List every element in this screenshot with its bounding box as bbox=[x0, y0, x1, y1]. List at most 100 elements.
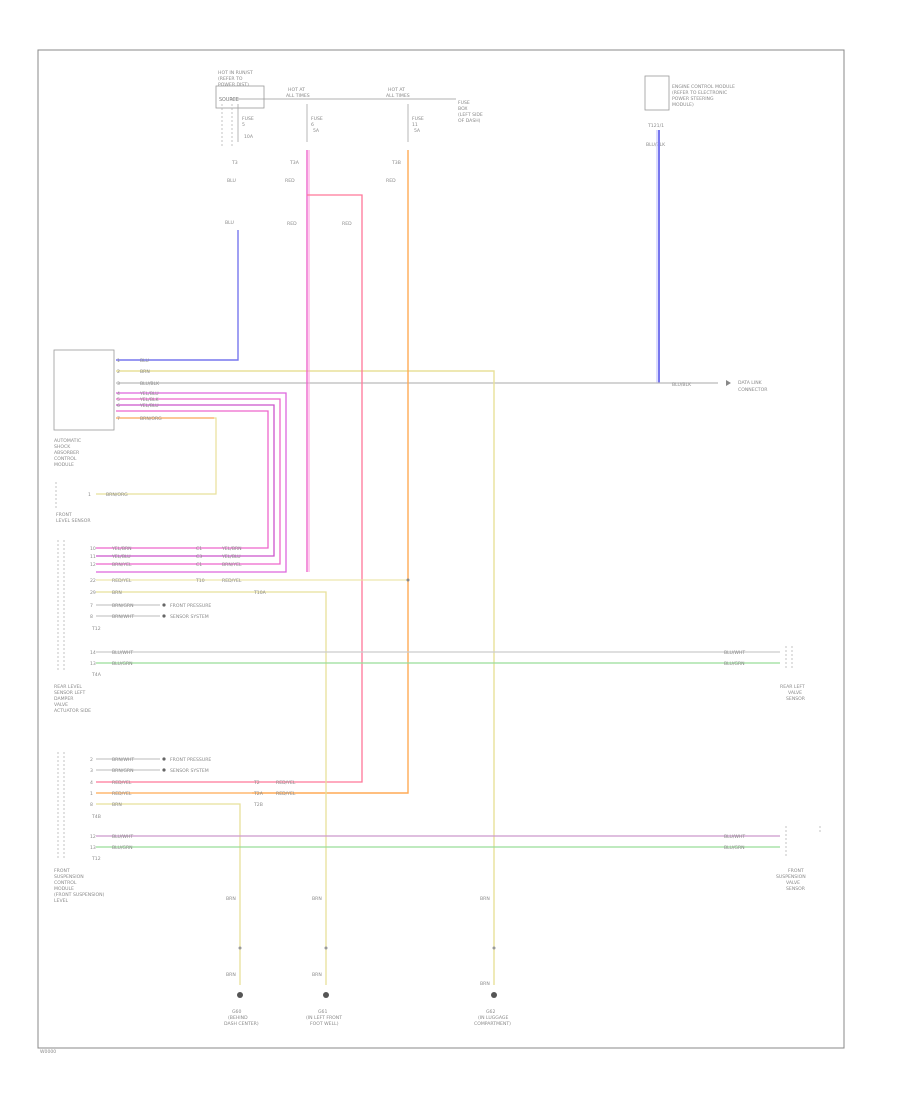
svg-text:11: 11 bbox=[90, 554, 96, 560]
svg-text:BRN: BRN bbox=[480, 981, 490, 987]
rear-conn2: T4A bbox=[91, 672, 102, 678]
svg-text:(IN LEFT FRONT: (IN LEFT FRONT bbox=[306, 1015, 342, 1021]
hot1-label-0: HOT AT bbox=[288, 87, 305, 93]
svg-text:ACTUATOR SIDE: ACTUATOR SIDE bbox=[54, 708, 91, 714]
svg-text:6: 6 bbox=[117, 403, 120, 409]
svg-text:REAR LEFT: REAR LEFT bbox=[780, 684, 805, 690]
rear-bus-wire-1: BLU/GRN bbox=[112, 661, 133, 667]
ground-g61: BRN BRN G61 (IN LEFT FRONT FOOT WELL) bbox=[306, 896, 342, 1027]
svg-text:BRN: BRN bbox=[112, 802, 122, 808]
svg-text:RED/YEL: RED/YEL bbox=[222, 578, 242, 584]
svg-text:SENSOR LEFT: SENSOR LEFT bbox=[54, 690, 85, 696]
front-wire-labels: BRN/WHT BRN/GRN RED/YEL RED/YEL BRN bbox=[112, 757, 134, 808]
svg-text:BRN/GRN: BRN/GRN bbox=[112, 768, 134, 774]
svg-text:11: 11 bbox=[412, 122, 418, 128]
svg-text:C1: C1 bbox=[196, 546, 202, 552]
splice-dot bbox=[406, 578, 410, 582]
ecm-label-0: ENGINE CONTROL MODULE bbox=[672, 84, 735, 90]
fusebox-label-2: (LEFT SIDE bbox=[458, 112, 483, 118]
rear-bus-pin-0: 14 bbox=[90, 650, 96, 656]
svg-text:10A: 10A bbox=[244, 134, 254, 140]
svg-text:BRN/YEL: BRN/YEL bbox=[112, 562, 132, 568]
rear-note-dot-2 bbox=[162, 614, 166, 618]
diagram-frame bbox=[37, 49, 845, 1049]
svg-text:BLU: BLU bbox=[140, 358, 149, 364]
source-label-1: (REFER TO bbox=[218, 76, 243, 82]
front-pins: 2 3 4 1 8 bbox=[90, 757, 93, 808]
front-note-dot-1 bbox=[162, 757, 166, 761]
bus-label: BLU/BLK bbox=[672, 382, 692, 388]
sensor-label-0: FRONT bbox=[56, 512, 72, 518]
hot2-label-0: HOT AT bbox=[388, 87, 405, 93]
svg-text:YEL/BLK: YEL/BLK bbox=[139, 397, 160, 403]
svg-text:RED/YEL: RED/YEL bbox=[112, 791, 132, 797]
front-conn2: T12 bbox=[91, 856, 101, 862]
svg-text:YEL/BRN: YEL/BRN bbox=[111, 546, 132, 552]
front-bus-wire-right-1: BLU/GRN bbox=[724, 845, 745, 851]
svg-text:6: 6 bbox=[311, 122, 314, 128]
svg-text:SENSOR: SENSOR bbox=[786, 696, 806, 702]
svg-text:MODULE: MODULE bbox=[54, 462, 74, 468]
rear-side-note-1: SENSOR SYSTEM bbox=[170, 614, 209, 620]
svg-text:C1: C1 bbox=[196, 562, 202, 568]
asc-module-box bbox=[53, 349, 115, 431]
top-wire-label-4: RED bbox=[285, 178, 295, 184]
svg-text:DASH CENTER): DASH CENTER) bbox=[224, 1021, 259, 1027]
front-bus-wire-right-0: BLU/WHT bbox=[724, 834, 745, 840]
ecm-label-4: T121/1 bbox=[647, 123, 664, 129]
bus-dest-1: CONNECTOR bbox=[738, 387, 768, 393]
fusebox-label-3: OF DASH) bbox=[458, 118, 481, 124]
svg-text:FUSE: FUSE bbox=[242, 116, 254, 122]
top-wire-label-2: BLU bbox=[225, 220, 234, 226]
rear-pins: 10 11 12 22 29 7 8 bbox=[90, 546, 96, 620]
rear-mid-labels: C1 C3 C1 T10 T10A YEL/BRN YEL/BLU BRN/YE… bbox=[195, 546, 267, 596]
rear-bus-wire-right-0: BLU/WHT bbox=[724, 650, 745, 656]
ground-g60: BRN BRN G60 (BEHIND DASH CENTER) bbox=[224, 896, 259, 1027]
svg-text:COMPARTMENT): COMPARTMENT) bbox=[474, 1021, 511, 1027]
svg-text:FRONT: FRONT bbox=[54, 868, 70, 874]
svg-text:4: 4 bbox=[90, 780, 93, 786]
svg-text:FUSE: FUSE bbox=[311, 116, 323, 122]
hot1-label-1: ALL TIMES bbox=[286, 93, 310, 99]
asc-label: AUTOMATIC SHOCK ABSORBER CONTROL MODULE bbox=[54, 438, 81, 468]
front-bus-wire-1: BLU/GRN bbox=[112, 845, 133, 851]
svg-text:CONTROL: CONTROL bbox=[54, 880, 77, 886]
svg-text:FOOT WELL): FOOT WELL) bbox=[310, 1021, 339, 1027]
wire-red-front-module bbox=[252, 194, 363, 783]
wire-rear-brn-g61 bbox=[96, 591, 327, 985]
fuse-1: FUSE 5 10A bbox=[237, 104, 254, 142]
sensor-pin: 1 bbox=[88, 492, 91, 498]
svg-text:AUTOMATIC: AUTOMATIC bbox=[54, 438, 81, 444]
fusebox-label-1: BOX bbox=[458, 106, 468, 112]
rear-note-dot-1 bbox=[162, 603, 166, 607]
source-label-3: SOURCE bbox=[219, 97, 239, 103]
svg-text:VALVE: VALVE bbox=[788, 690, 802, 696]
svg-text:RED/YEL: RED/YEL bbox=[276, 791, 296, 797]
svg-text:YEL/BLU: YEL/BLU bbox=[221, 554, 241, 560]
wire-magenta-4 bbox=[96, 410, 269, 549]
top-wire-label-1: BLU bbox=[227, 178, 236, 184]
svg-text:T2: T2 bbox=[253, 780, 260, 786]
svg-text:BRN: BRN bbox=[112, 590, 122, 596]
svg-text:SUSPENSION: SUSPENSION bbox=[54, 874, 84, 880]
front-bus-wire-0: BLU/WHT bbox=[112, 834, 133, 840]
svg-text:BRN/WHT: BRN/WHT bbox=[112, 614, 134, 620]
rear-bus-wire-right-1: BLU/GRN bbox=[724, 661, 745, 667]
svg-text:BRN: BRN bbox=[226, 896, 236, 902]
svg-text:FUSE: FUSE bbox=[412, 116, 424, 122]
wire-blue-asc-1 bbox=[116, 230, 239, 361]
ecm-label-2: POWER STEERING bbox=[672, 96, 714, 102]
svg-text:SHOCK: SHOCK bbox=[54, 444, 71, 450]
svg-text:BRN: BRN bbox=[312, 896, 322, 902]
svg-text:5: 5 bbox=[242, 122, 245, 128]
svg-text:MODULE: MODULE bbox=[54, 886, 74, 892]
svg-text:BRN: BRN bbox=[312, 972, 322, 978]
front-right-dest: FRONT SUSPENSION VALVE SENSOR bbox=[776, 868, 806, 892]
ground-g60-icon bbox=[237, 992, 243, 998]
svg-text:YEL/BLU: YEL/BLU bbox=[111, 554, 131, 560]
svg-text:REAR LEVEL: REAR LEVEL bbox=[54, 684, 82, 690]
svg-text:2: 2 bbox=[90, 757, 93, 763]
svg-text:YEL/BLU: YEL/BLU bbox=[139, 391, 159, 397]
svg-text:5: 5 bbox=[117, 397, 120, 403]
wire-magenta-2 bbox=[96, 398, 281, 565]
